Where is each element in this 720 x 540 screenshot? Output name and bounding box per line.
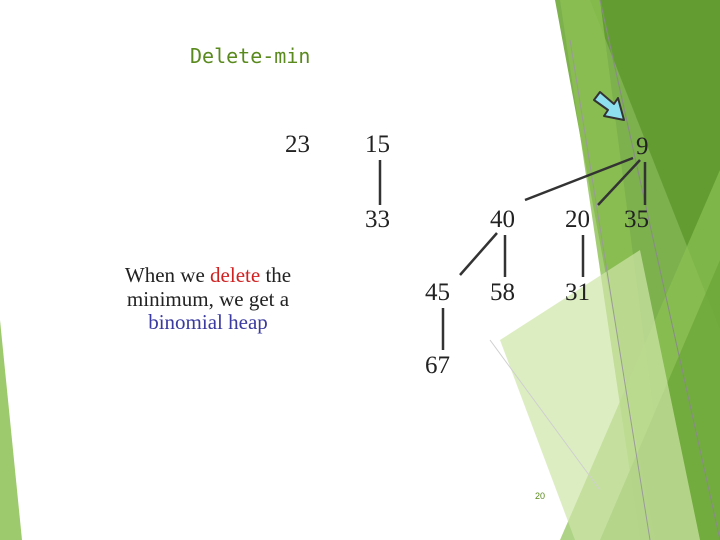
page-number: 20 — [535, 491, 546, 501]
edge-9-20 — [597, 159, 641, 206]
node-40: 40 — [490, 206, 515, 233]
caption-binomial-heap: binomial heap — [148, 310, 268, 335]
node-35: 35 — [624, 206, 649, 233]
slide-title: Delete-min — [190, 44, 311, 68]
caption-text: When we delete the minimum, we get a bin… — [108, 263, 308, 335]
node-33: 33 — [365, 206, 390, 233]
edge-9-40 — [524, 156, 634, 202]
edge-40-45 — [459, 232, 498, 276]
caption-part-1: When we — [124, 263, 211, 287]
bg-line-1 — [569, 39, 651, 540]
node-58: 58 — [490, 279, 515, 306]
node-67: 67 — [425, 352, 450, 379]
bg-line-2 — [489, 339, 601, 491]
bg-shape-6 — [500, 250, 700, 540]
node-15: 15 — [365, 131, 390, 158]
node-9: 9 — [636, 133, 649, 160]
caption-part-2: the minimum, we get a — [126, 263, 292, 311]
node-23: 23 — [285, 131, 310, 158]
arrow-pointer-icon — [593, 91, 625, 121]
node-20: 20 — [565, 206, 590, 233]
caption-delete-word: delete — [210, 263, 261, 287]
node-45: 45 — [425, 279, 450, 306]
bg-line-3 — [599, 0, 720, 540]
bg-shape-7 — [0, 320, 22, 540]
node-31: 31 — [565, 279, 590, 306]
